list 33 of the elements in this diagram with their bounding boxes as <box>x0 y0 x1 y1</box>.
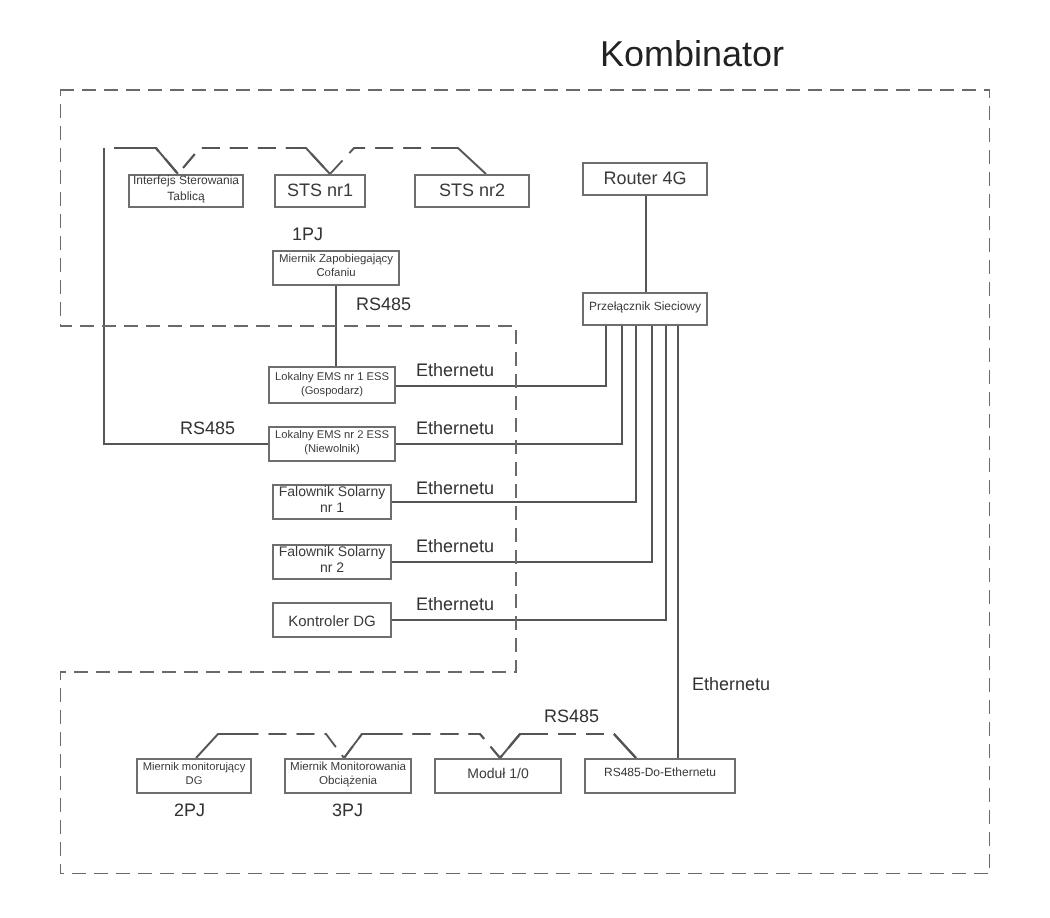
boundary-title: Kombinator <box>600 36 785 76</box>
connector-line <box>645 195 647 293</box>
edge-label: RS485 <box>354 294 414 314</box>
node-caption: 2PJ <box>174 800 206 820</box>
process-box <box>584 758 736 794</box>
connector-line <box>677 325 679 759</box>
edge-label: Ethernetu <box>414 536 497 556</box>
process-box <box>272 602 392 638</box>
connector-line <box>335 285 337 367</box>
dashed-connector <box>103 147 487 445</box>
process-box <box>434 758 562 794</box>
edge-label: Ethernetu <box>414 360 497 380</box>
process-box <box>582 292 708 326</box>
node-caption: 1PJ <box>292 224 324 244</box>
node-text: STS nr1 <box>286 180 353 202</box>
edge-label: Ethernetu <box>690 674 773 694</box>
connector-line <box>395 325 607 387</box>
connector-line <box>391 325 637 503</box>
process-box <box>274 174 366 208</box>
node-text: Router 4G <box>603 168 687 190</box>
node-caption: 3PJ <box>332 800 364 820</box>
edge-label: Ethernetu <box>414 478 497 498</box>
edge-label: RS485 <box>178 418 238 438</box>
dashed-connector <box>499 733 637 759</box>
edge-label: Ethernetu <box>414 418 497 438</box>
connector-line <box>391 325 653 563</box>
process-box <box>414 174 530 208</box>
edge-label: Ethernetu <box>414 594 497 614</box>
process-box <box>582 162 708 196</box>
node-text: STS nr2 <box>438 180 505 202</box>
connector-line <box>395 325 623 445</box>
edge-label: RS485 <box>542 706 602 726</box>
connector-line <box>391 325 667 621</box>
